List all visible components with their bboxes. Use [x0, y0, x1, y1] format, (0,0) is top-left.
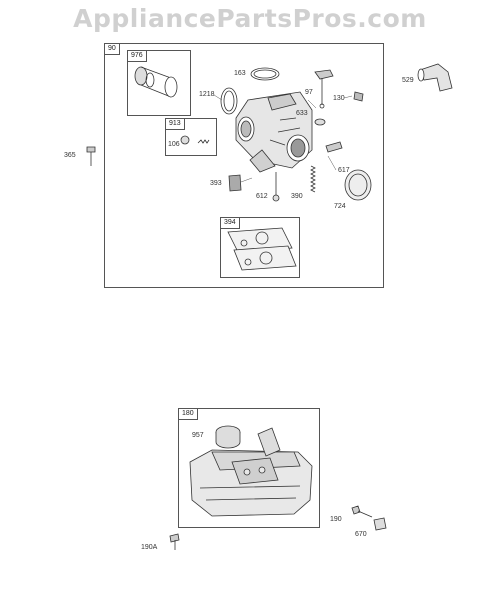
bolt-190a-icon	[169, 533, 180, 550]
part-label-724: 724	[334, 203, 346, 210]
part-label-365: 365	[64, 152, 76, 159]
watermark-text: AppliancePartsPros.com	[73, 4, 427, 33]
carburetor-body-icon	[235, 91, 313, 173]
subassembly-394-label: 394	[221, 218, 240, 229]
carburetor-assembly-frame: 90	[104, 43, 384, 288]
screw-612-icon	[272, 172, 280, 202]
part-label-1218: 1218	[199, 91, 215, 98]
subassembly-394-frame: 394	[220, 217, 300, 278]
spring-390-icon	[310, 165, 316, 193]
assembly-label: 90	[105, 44, 120, 55]
fuel-tank-assembly-frame: 180	[178, 408, 320, 528]
part-label-393: 393	[210, 180, 222, 187]
part-label-390: 390	[291, 193, 303, 200]
part-label-670: 670	[355, 531, 367, 538]
float-393-icon	[228, 174, 242, 192]
subassembly-976-frame: 976	[127, 50, 191, 116]
part-label-163: 163	[234, 70, 246, 77]
part-label-957: 957	[192, 432, 204, 439]
part-label-97: 97	[305, 89, 313, 96]
part-label-130: 130	[333, 95, 345, 102]
part-label-190a: 190A	[141, 544, 158, 551]
choke-spring-icon	[197, 139, 210, 144]
part-label-617: 617	[338, 167, 350, 174]
subassembly-913-frame: 913	[165, 118, 217, 156]
fuel-tank-icon	[189, 427, 313, 517]
part-label-633: 633	[296, 110, 308, 117]
gasket-1218-icon	[220, 87, 238, 115]
assembly-label-180: 180	[179, 409, 198, 420]
nozzle-617-icon	[325, 141, 343, 153]
bolt-365-icon	[86, 146, 96, 166]
part-label-529: 529	[402, 77, 414, 84]
subassembly-913-label: 913	[166, 119, 185, 130]
elbow-fitting-529-icon	[417, 63, 453, 92]
seal-633-icon	[314, 118, 326, 126]
part-label-612: 612	[256, 193, 268, 200]
inner-label-106: 106	[168, 141, 180, 148]
diaphragm-gasket-icon	[227, 227, 297, 271]
gasket-ring-icon	[250, 67, 280, 81]
bolt-190-icon	[351, 505, 373, 518]
bushing-670-icon	[373, 517, 387, 531]
air-intake-tube-icon	[134, 66, 178, 98]
part-label-190: 190	[330, 516, 342, 523]
fuel-cap-957-icon	[215, 425, 241, 449]
choke-ball-icon	[180, 135, 190, 145]
throttle-lever-icon	[314, 69, 334, 109]
clip-icon	[353, 91, 364, 102]
subassembly-976-label: 976	[128, 51, 147, 62]
